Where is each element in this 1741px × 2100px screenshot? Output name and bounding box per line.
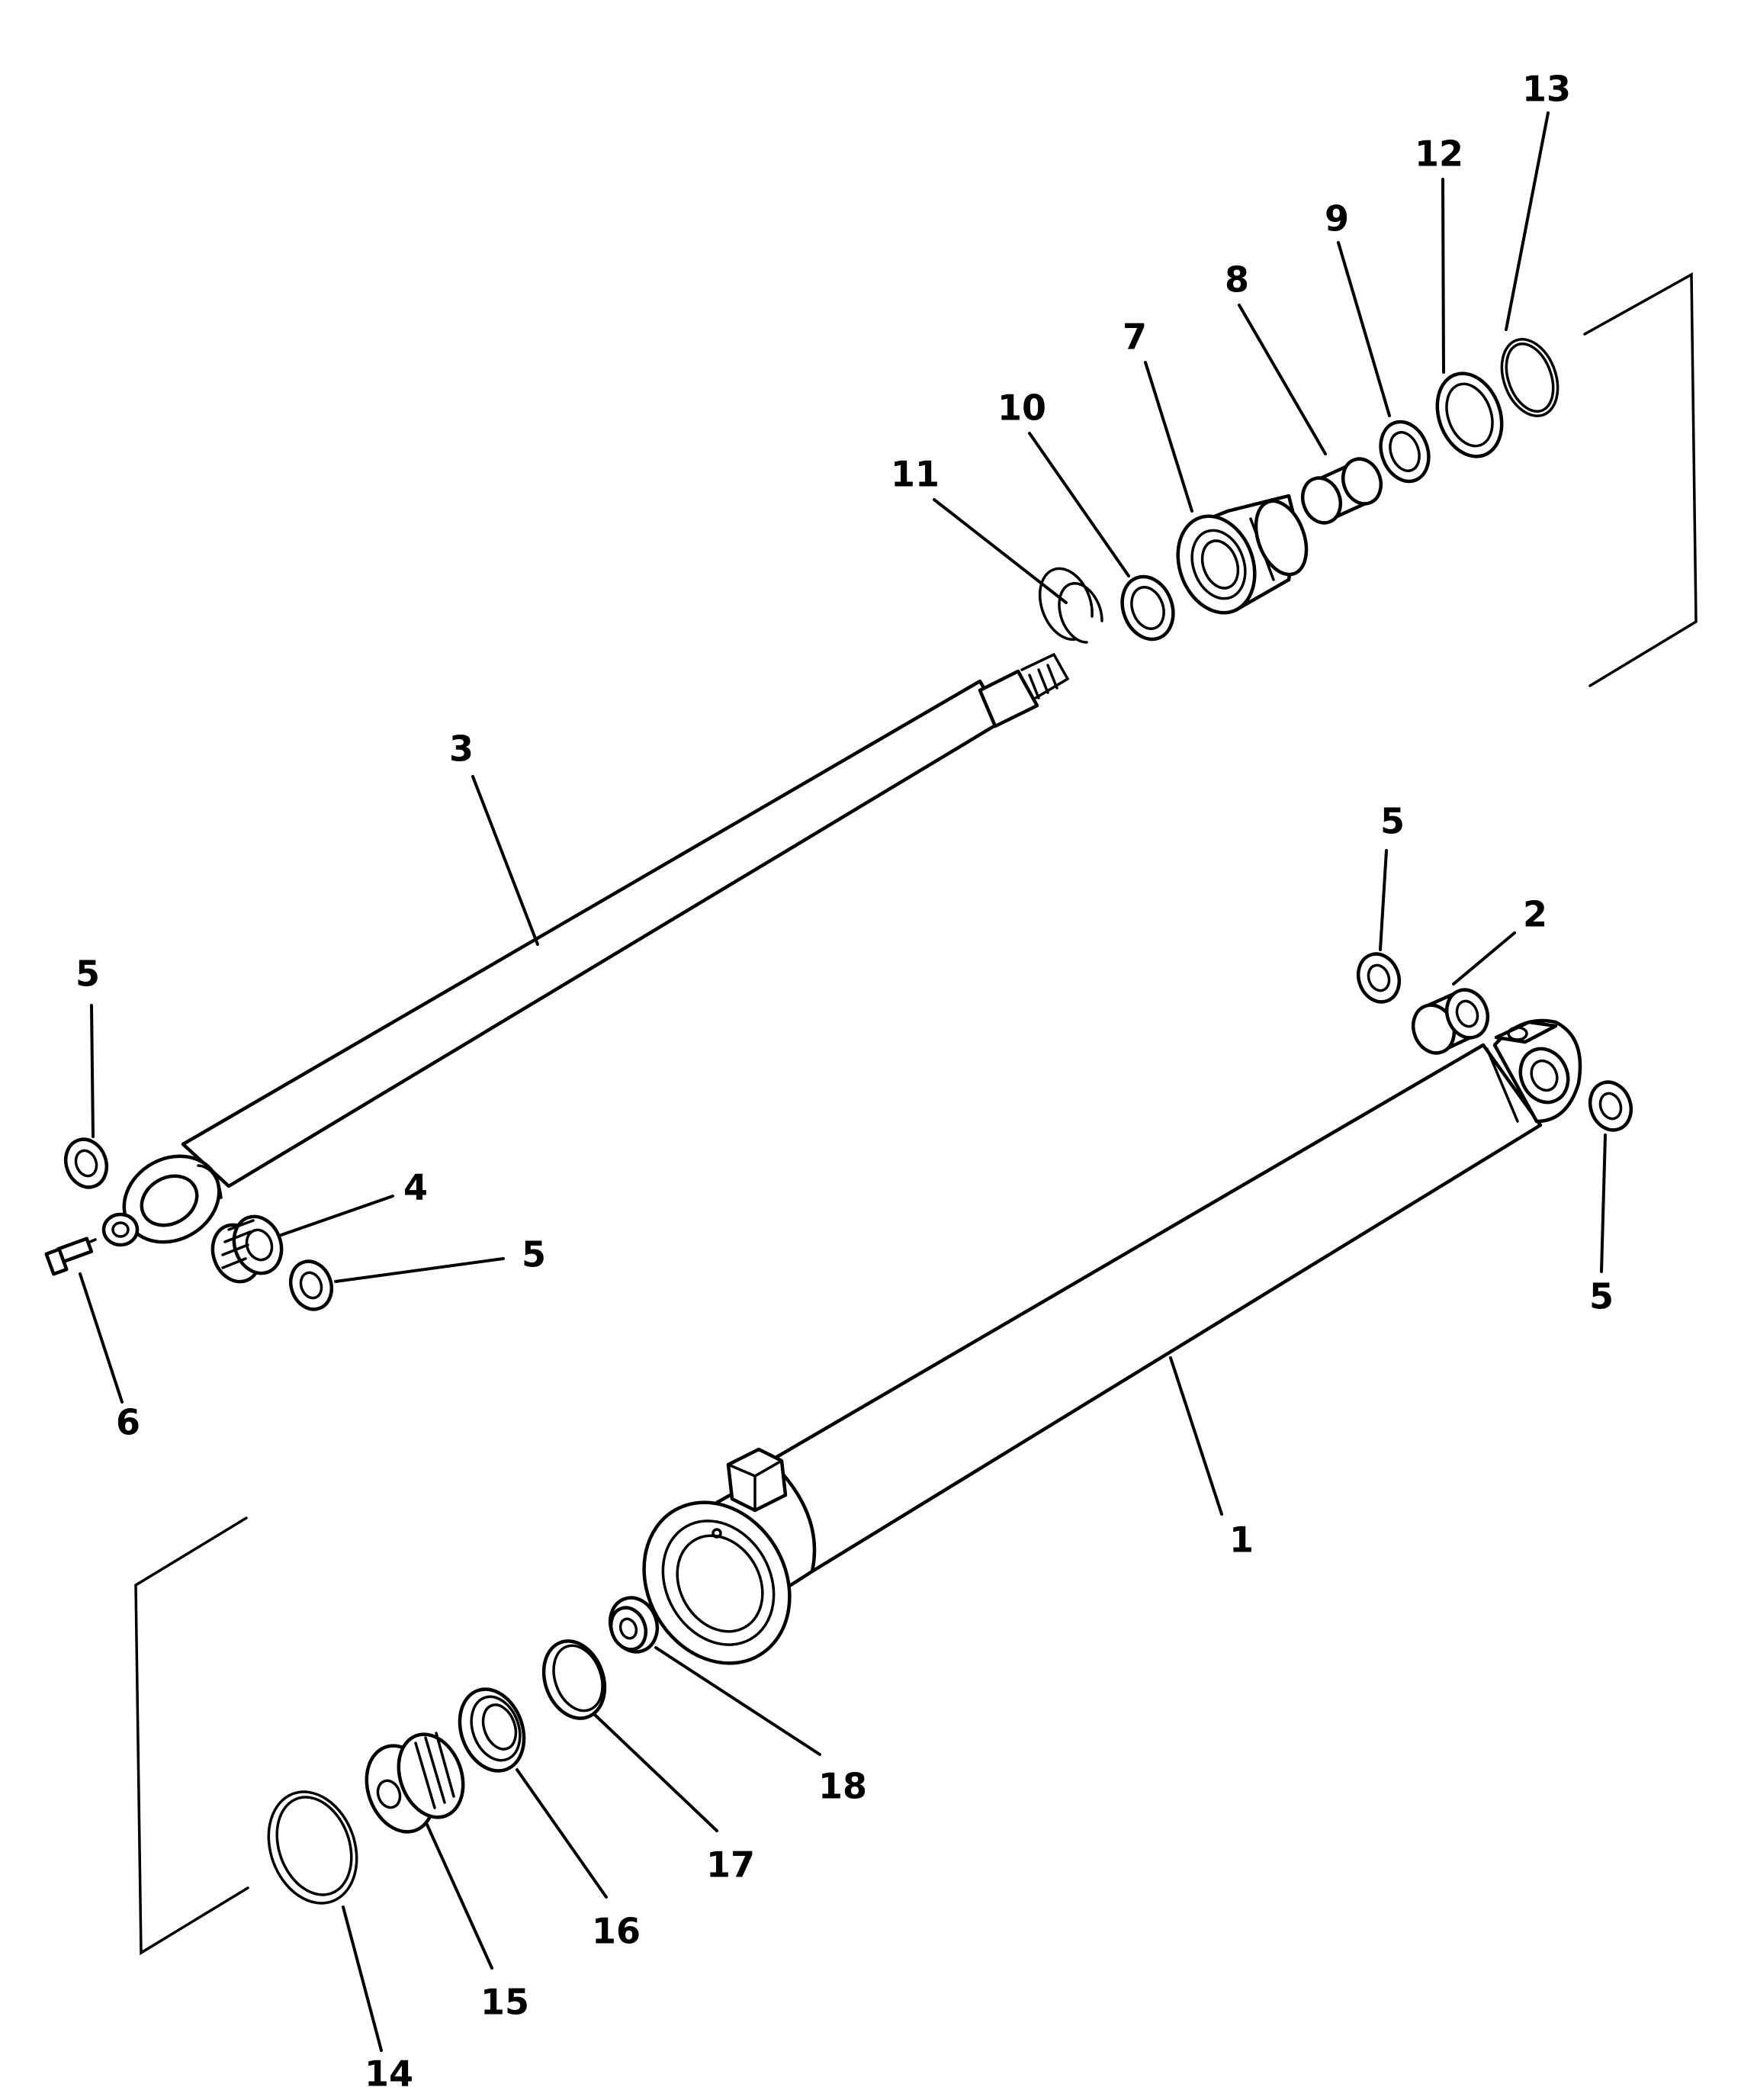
part-3-piston-rod <box>101 652 1070 1247</box>
part-14-o-ring <box>267 1790 358 1905</box>
part-6-grease-fitting <box>44 1237 97 1276</box>
leader-14 <box>342 1905 383 2052</box>
part-16-piston-ring <box>458 1687 526 1773</box>
callout-1: 1 <box>1229 1520 1254 1561</box>
leader-3 <box>471 775 539 946</box>
callout-10: 10 <box>997 388 1046 429</box>
leader-16 <box>516 1768 608 1899</box>
part-1-cylinder-tube <box>642 1018 1582 1665</box>
callout-11: 11 <box>891 454 940 495</box>
part-5-dust-seal-rod-left <box>63 1137 109 1189</box>
part-8-bushing <box>1300 457 1383 525</box>
part-11-snap-ring <box>1038 567 1103 644</box>
callout-3: 3 <box>449 728 474 770</box>
leader-5b <box>334 1257 505 1283</box>
callout-12: 12 <box>1415 133 1463 175</box>
leader-13 <box>1505 111 1550 331</box>
part-15-piston <box>365 1732 465 1834</box>
callout-14: 14 <box>365 2053 413 2095</box>
callout-4: 4 <box>403 1167 428 1208</box>
leader-5d <box>1600 1134 1607 1273</box>
group-bracket-lower <box>134 1516 249 1956</box>
callout-7: 7 <box>1123 317 1147 358</box>
part-5-dust-seal-bottom-lower <box>1588 1080 1633 1132</box>
leader-12 <box>1441 178 1445 374</box>
part-13-o-ring <box>1500 338 1560 417</box>
callout-17: 17 <box>706 1844 755 1886</box>
leader-17 <box>593 1713 718 1832</box>
callout-13: 13 <box>1522 69 1571 110</box>
part-5-dust-seal-bottom-upper <box>1356 952 1402 1004</box>
leader-6 <box>79 1272 124 1404</box>
part-18-nut <box>608 1596 660 1654</box>
leader-8 <box>1238 304 1327 455</box>
group-bracket-upper <box>1583 272 1698 687</box>
leader-1 <box>1169 1356 1223 1516</box>
part-17-wear-ring <box>541 1639 607 1720</box>
leader-10 <box>1028 432 1130 577</box>
leader-18 <box>654 1646 821 1756</box>
callout-5-bottom-lower: 5 <box>1589 1276 1614 1317</box>
callout-labels: 1 2 3 4 5 5 5 5 6 7 8 9 10 11 12 13 14 1… <box>75 69 1614 2095</box>
callout-5-rod-left: 5 <box>75 954 100 995</box>
leader-2 <box>1452 931 1516 986</box>
leader-4 <box>278 1195 394 1237</box>
leader-11 <box>933 498 1068 604</box>
callout-6: 6 <box>116 1402 140 1443</box>
part-10-rod-seal <box>1120 574 1175 642</box>
part-2-bushing <box>1411 988 1490 1055</box>
part-12-wiper <box>1435 371 1504 458</box>
callout-15: 15 <box>480 1982 529 2023</box>
part-4-bushing <box>210 1214 284 1284</box>
callout-5-rod-right: 5 <box>522 1234 546 1275</box>
callout-8: 8 <box>1225 259 1249 301</box>
callout-9: 9 <box>1325 198 1349 240</box>
leader-7 <box>1144 361 1193 513</box>
callout-2: 2 <box>1523 894 1547 935</box>
callout-5-bottom-upper: 5 <box>1380 801 1405 842</box>
leader-5a <box>90 1004 95 1138</box>
callout-18: 18 <box>818 1766 867 1807</box>
leader-9 <box>1337 241 1391 417</box>
leader-5c <box>1379 849 1388 951</box>
leader-lines <box>79 111 1607 2052</box>
part-7-cylinder-head <box>1176 494 1309 615</box>
part-5-dust-seal-rod-right <box>288 1259 334 1311</box>
leader-15 <box>426 1823 493 1970</box>
callout-16: 16 <box>592 1911 641 1952</box>
part-9-buffer-ring <box>1379 420 1431 484</box>
